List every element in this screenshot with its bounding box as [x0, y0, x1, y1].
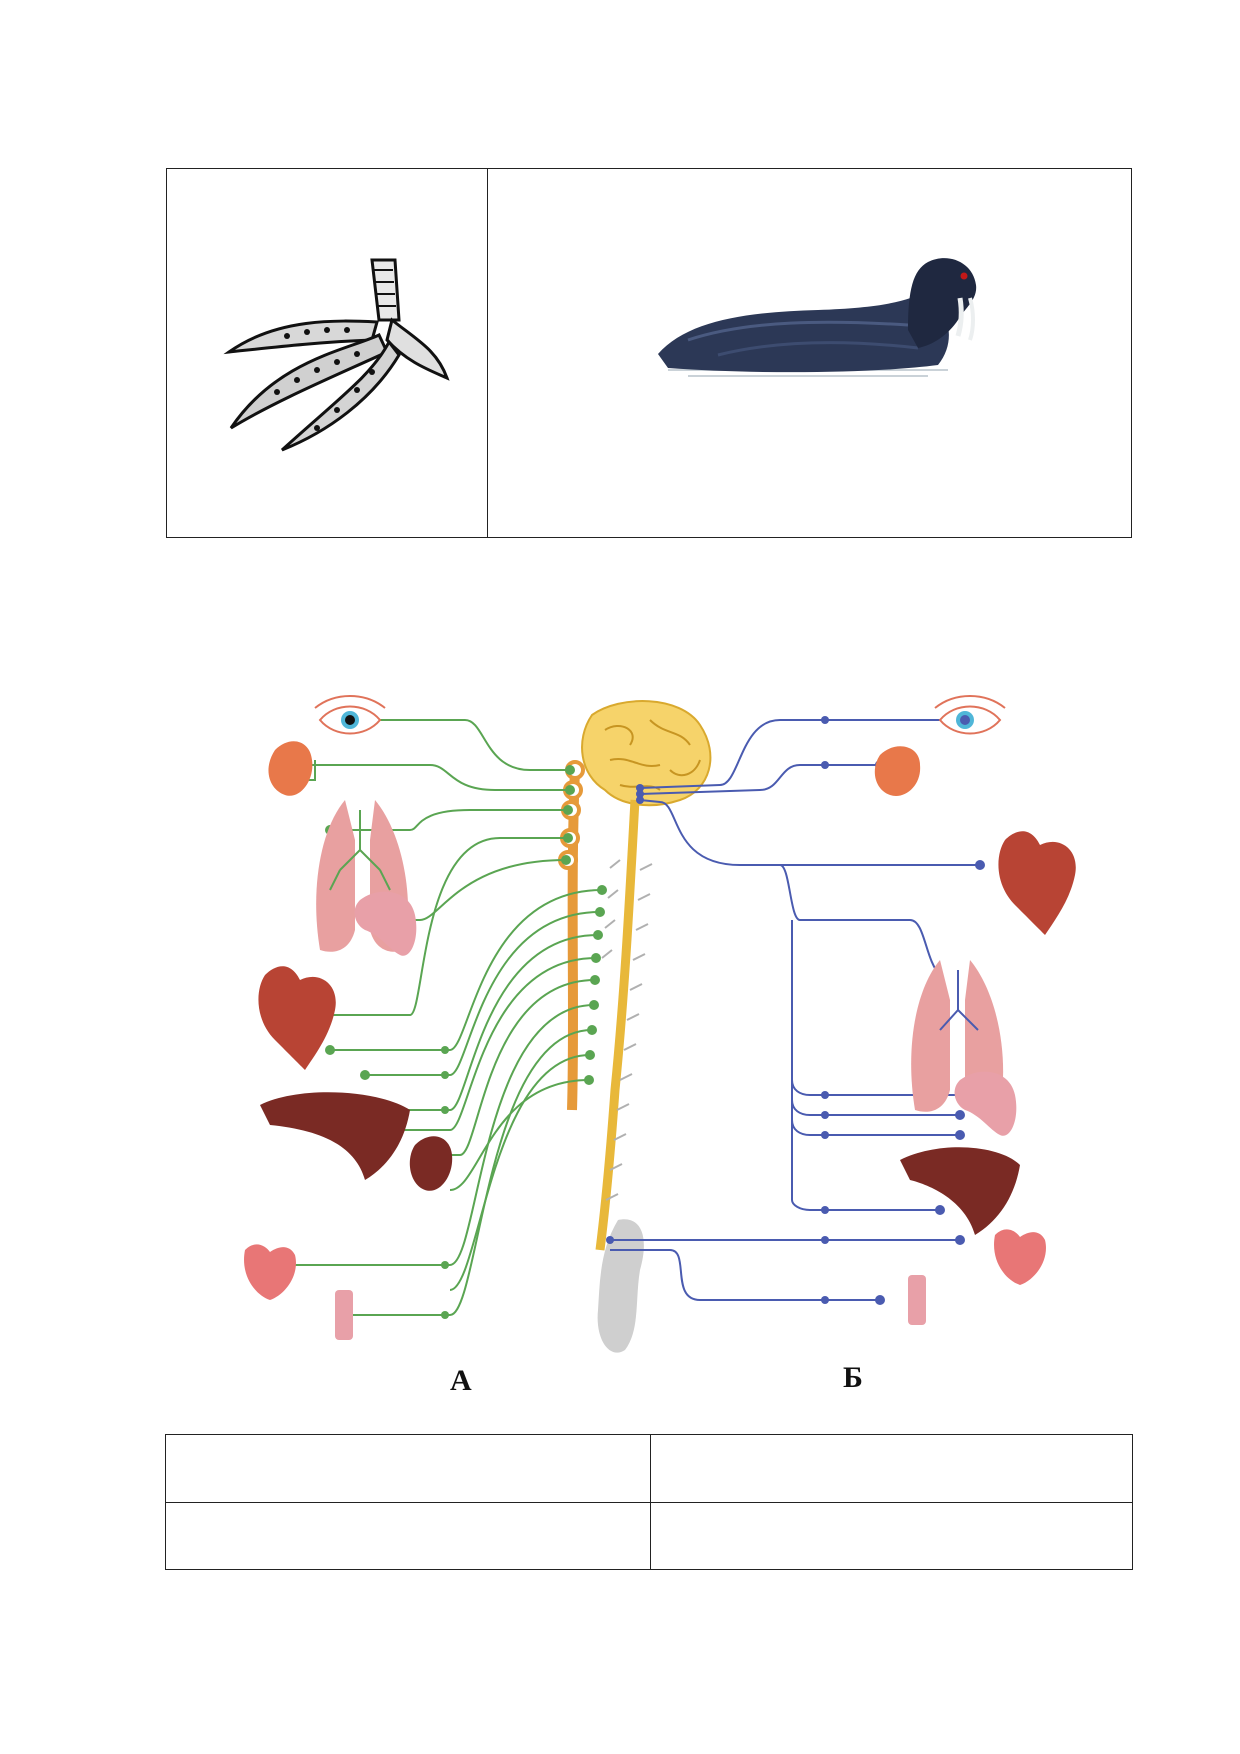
bird-foot-icon — [223, 258, 450, 452]
coot-bird-cell — [487, 168, 1132, 538]
coot-bird-icon — [658, 258, 977, 377]
table-row — [165, 1501, 1133, 1570]
left-eye-icon — [314, 695, 386, 735]
right-stomach-icon — [954, 1071, 1017, 1136]
autonomic-nervous-system-diagram: А Б — [244, 695, 1076, 1397]
left-rectum-icon — [335, 1290, 353, 1340]
sacrum-icon — [597, 1219, 644, 1353]
right-salivary-gland-icon — [874, 746, 921, 796]
sympathetic-nerves — [270, 719, 603, 1316]
table-cell[interactable] — [650, 1501, 1133, 1570]
left-bladder-icon — [244, 1244, 296, 1300]
parasympathetic-nerves — [610, 719, 980, 1301]
right-heart-icon — [998, 831, 1076, 935]
left-kidney-icon — [409, 1136, 453, 1191]
cervical-ganglia — [558, 760, 585, 870]
right-liver-icon — [900, 1147, 1020, 1235]
sympathetic-ganglion-chain — [567, 769, 580, 1111]
right-eye-icon — [934, 695, 1006, 735]
table-cell[interactable] — [165, 1501, 651, 1570]
bird-foot-cell — [166, 168, 488, 538]
left-salivary-gland-icon — [268, 741, 313, 796]
label-parasympathetic: Б — [843, 1361, 863, 1394]
table-row — [165, 1434, 1133, 1503]
spinal-cord — [595, 799, 640, 1251]
right-bladder-icon — [994, 1229, 1046, 1285]
bottom-answer-table — [165, 1434, 1133, 1570]
table-cell[interactable] — [650, 1434, 1133, 1503]
vertebra-marks — [601, 859, 653, 1201]
brain-icon — [581, 700, 712, 807]
left-liver-icon — [260, 1092, 410, 1180]
table-cell[interactable] — [165, 1434, 651, 1503]
top-image-table — [166, 168, 1132, 538]
left-heart-icon — [258, 966, 336, 1070]
right-rectum-icon — [908, 1275, 926, 1325]
left-stomach-icon — [354, 891, 417, 956]
label-sympathetic: А — [450, 1364, 472, 1397]
